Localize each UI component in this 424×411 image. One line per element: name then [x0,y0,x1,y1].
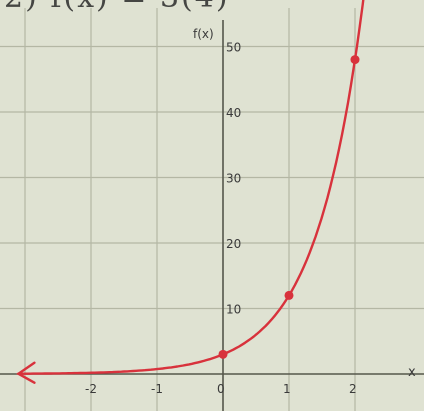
x-tick-label: -2 [85,382,97,396]
x-tick-label: 0 [217,382,225,396]
axes [0,20,424,411]
data-point [284,290,294,300]
y-axis-label: f(x) [193,27,214,41]
function-header: 2) f(x) = 3(4) [0,0,424,20]
data-point [218,349,228,359]
tick-labels: -2-1012102030405060 [85,41,357,397]
curve-arrow-left [16,361,36,384]
y-tick-label: 20 [226,237,241,251]
x-tick-label: 1 [283,382,291,396]
x-axis-label: x [408,365,416,380]
data-point [350,55,360,65]
x-tick-label: -1 [151,382,163,396]
exponential-curve [17,0,365,375]
y-tick-label: 40 [226,106,241,120]
x-tick-label: 2 [349,382,357,396]
y-tick-label: 30 [226,172,241,186]
y-tick-label: 50 [226,41,241,55]
function-header-text: 2) f(x) = 3(4) [4,0,230,15]
curve [16,0,365,384]
y-tick-label: 10 [226,303,241,317]
data-points [218,55,360,359]
